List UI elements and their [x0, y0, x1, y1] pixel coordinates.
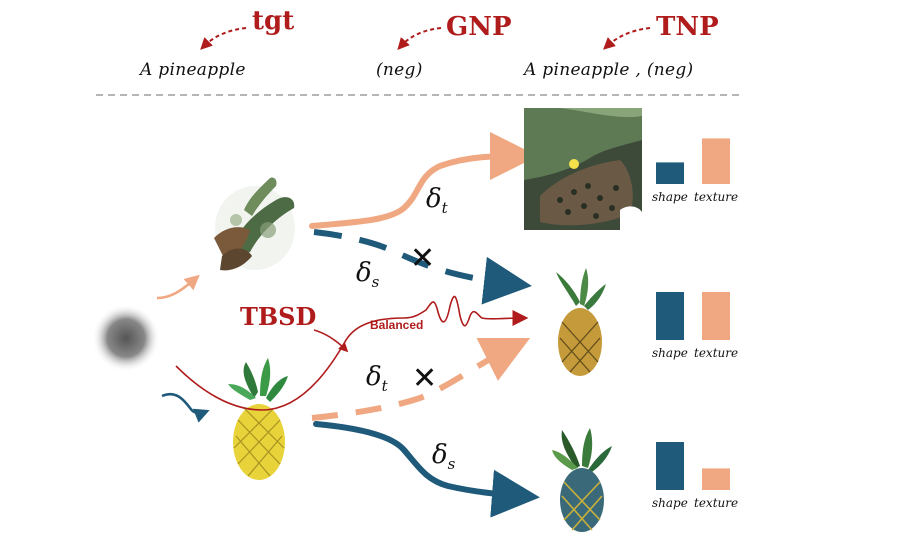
texture-bar-middle [702, 292, 730, 340]
balanced-result-image [556, 268, 606, 376]
bar-label-texture-bottom: texture [694, 496, 739, 510]
bar-indicators [656, 138, 730, 490]
tbsd-path [175, 295, 529, 411]
delta-texture-top: δt [426, 184, 448, 218]
texture-path-bottom [311, 337, 531, 421]
tgt-header: tgt [252, 6, 295, 36]
shape-bar-middle [656, 292, 684, 340]
shape-bar-top [656, 162, 684, 184]
texture-path-top [309, 132, 538, 229]
noise-to-pineapple-arrow [161, 392, 210, 423]
shape-source-image [228, 358, 288, 480]
tgt-pointer-arrow [200, 27, 247, 50]
balanced-label: Balanced [370, 318, 424, 332]
texture-bar-top [702, 138, 730, 184]
gnp-pointer-arrow [397, 27, 442, 50]
gnp-prompt: (neg) [376, 60, 423, 80]
bar-label-shape-top: shape [652, 190, 688, 204]
texture-bar-bottom [702, 468, 730, 490]
tnp-pointer-arrow [603, 27, 651, 50]
texture-result-image [524, 108, 642, 230]
bar-label-shape-bottom: shape [652, 496, 688, 510]
tbsd-label: TBSD [240, 302, 317, 331]
delta-shape-top: δs [356, 258, 380, 292]
tnp-prompt: A pineapple , (neg) [524, 60, 694, 80]
delta-shape-bottom: δs [432, 440, 456, 474]
noise-latent [92, 304, 160, 372]
tnp-header: TNP [656, 12, 719, 42]
bar-label-shape-middle: shape [652, 346, 688, 360]
gnp-header: GNP [446, 12, 512, 42]
bar-label-texture-middle: texture [694, 346, 739, 360]
blocked-shape-cross: ✕ [410, 241, 436, 276]
blocked-texture-cross: ✕ [412, 361, 438, 396]
shape-bar-bottom [656, 442, 684, 490]
shape-result-image [552, 428, 612, 532]
shape-path-bottom [313, 421, 540, 518]
noise-to-textured-arrow [156, 274, 200, 300]
bar-label-texture-top: texture [694, 190, 739, 204]
tbsd-pointer [313, 329, 349, 353]
delta-texture-bottom: δt [366, 362, 388, 396]
texture-source-image [214, 177, 295, 271]
tgt-prompt: A pineapple [140, 60, 246, 80]
